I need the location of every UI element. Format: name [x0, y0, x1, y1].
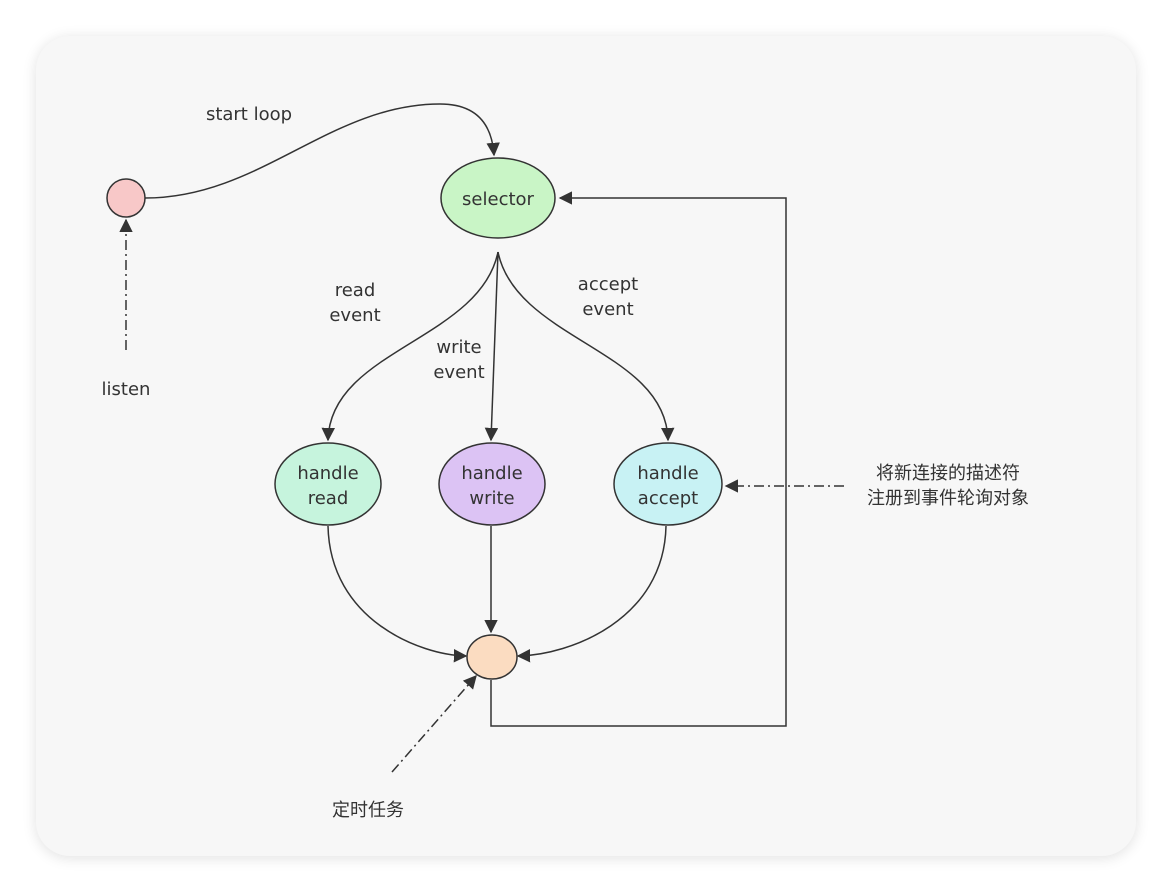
handle-accept-label-line1: handle: [637, 463, 698, 484]
join-node: [466, 634, 518, 680]
edge-accept-event: [497, 251, 675, 442]
register-note-line2: 注册到事件轮询对象: [867, 488, 1029, 509]
write-event-label-line2: event: [433, 362, 484, 383]
handle-write-label-line2: write: [469, 488, 514, 509]
timer-task-note: 定时任务: [332, 800, 404, 821]
edge-loop-back: [490, 191, 787, 727]
start-loop-label: start loop: [206, 104, 292, 125]
handle-accept-node: [613, 442, 723, 526]
handle-write-label-line1: handle: [461, 463, 522, 484]
start-node: [106, 178, 146, 218]
register-note-line1: 将新连接的描述符: [876, 463, 1020, 484]
accept-event-label-line2: event: [582, 299, 633, 320]
selector-label: selector: [462, 189, 534, 210]
diagram-card: selector handle read handle write handle…: [36, 36, 1136, 856]
edge-accept-to-join: [516, 525, 667, 663]
edge-start-loop: [144, 103, 500, 199]
selector-node: [440, 157, 556, 239]
handle-read-node: [274, 442, 382, 526]
edge-timer-note: [391, 674, 477, 773]
handle-read-label-line2: read: [308, 488, 349, 509]
flow-diagram: selector handle read handle write handle…: [102, 103, 1029, 821]
edge-read-event: [321, 251, 499, 442]
edge-write-event: [484, 251, 499, 442]
listen-note: listen: [102, 379, 151, 400]
accept-event-label-line1: accept: [578, 274, 638, 295]
handle-write-node: [438, 442, 546, 526]
edge-read-to-join: [327, 525, 468, 663]
handle-read-label-line1: handle: [297, 463, 358, 484]
handle-accept-label-line2: accept: [638, 488, 698, 509]
read-event-label-line1: read: [335, 280, 376, 301]
read-event-label-line2: event: [329, 305, 380, 326]
write-event-label-line1: write: [436, 337, 481, 358]
